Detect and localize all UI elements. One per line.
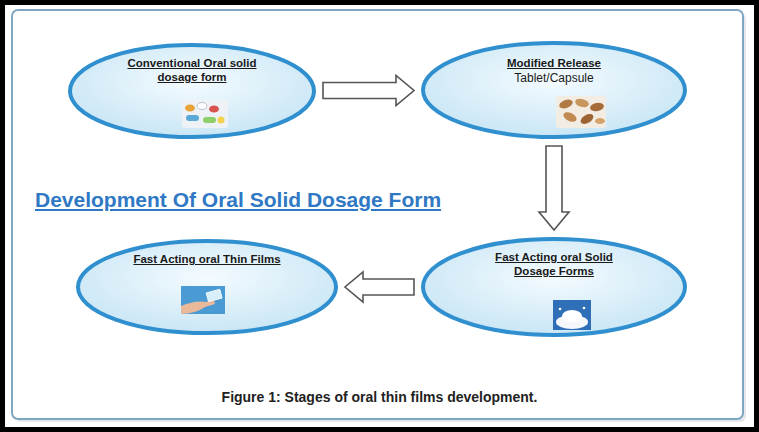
node-label-group: Modified ReleaseTablet/Capsule [474,56,634,85]
powder-ground [553,300,591,330]
diagram-title: Development Of Oral Solid Dosage Form [35,188,441,212]
capsule [186,115,199,121]
almond-tablets-picture [556,96,606,128]
ellipse-outline [420,40,688,140]
ellipse-outline [75,238,339,336]
ellipse-outline [423,43,685,137]
film-ground [181,286,225,314]
process-ellipse: Fast Acting oral Solid Dosage Forms [420,236,688,338]
figure-caption: Figure 1: Stages of oral thin films deve… [5,389,754,405]
pill [218,117,225,124]
capsule [203,117,216,123]
ellipse-outline [70,45,314,137]
powder-picture [553,300,591,330]
node-heading: Fast Acting oral Solid Dosage Forms [479,250,629,278]
block-arrow [323,76,414,106]
pills-picture [182,100,228,128]
tablet [595,118,605,124]
tablet [574,97,590,108]
powder-grain [583,307,586,310]
powder-grain [559,308,562,311]
pill [209,106,219,113]
tablet [589,102,604,112]
pill [197,103,207,110]
tablet [562,110,578,123]
process-ellipse: Modified ReleaseTablet/Capsule [420,40,688,140]
node-heading: Modified Release [474,56,634,70]
tablet [579,112,595,126]
ellipse-outline [67,42,317,140]
film-strip [206,289,222,301]
node-label-group: Fast Acting oral Thin Films [132,252,282,266]
node-label-group: Fast Acting oral Solid Dosage Forms [479,250,629,278]
pills-ground [182,100,228,128]
process-ellipse: Fast Acting oral Thin Films [75,238,339,336]
hand-shape [181,300,215,314]
node-body: Tablet/Capsule [474,71,634,85]
frame-panel [12,10,743,419]
node-heading: Fast Acting oral Thin Films [132,252,282,266]
ellipse-outline [78,241,336,333]
tablets-ground [556,96,606,128]
ellipse-outline [423,239,685,335]
process-ellipse: Conventional Oral solid dosage form [67,42,317,140]
block-arrow [345,272,414,302]
tablet [558,98,574,110]
node-heading: Conventional Oral solid dosage form [117,56,267,84]
thin-film-picture [181,286,225,314]
powder-heap [562,310,582,322]
node-label-group: Conventional Oral solid dosage form [117,56,267,84]
block-arrow [539,146,569,230]
pill [185,105,195,112]
